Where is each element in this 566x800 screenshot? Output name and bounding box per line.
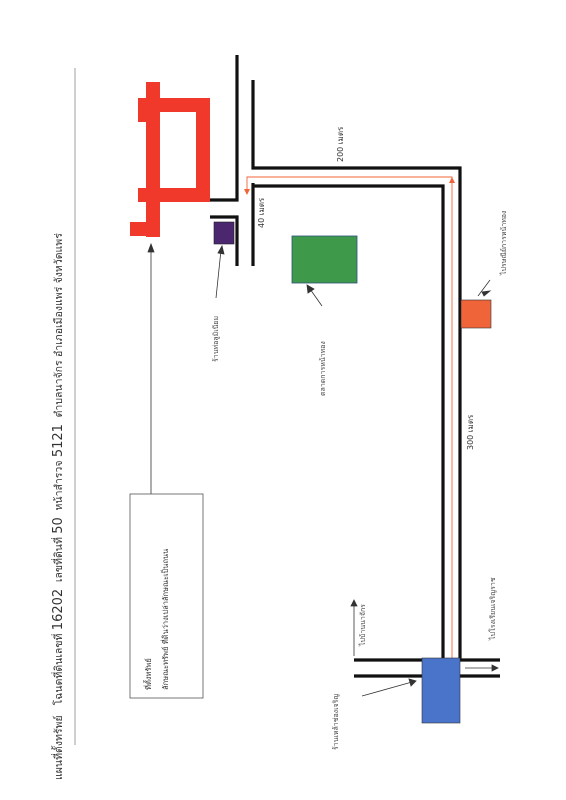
route-path bbox=[244, 176, 455, 660]
road-network bbox=[210, 55, 500, 678]
title-part2: โฉนดที่ดินเลขที่ bbox=[53, 633, 65, 706]
distance-300: 300 เมตร bbox=[466, 414, 475, 450]
property-box-heading: ที่ตั้งทรัพย์ bbox=[144, 658, 153, 690]
orange-landmark bbox=[460, 299, 492, 329]
title-part5: ตำบลนาจักร อำเภอเมืองแพร่ จังหวัดแพร่ bbox=[53, 233, 65, 418]
orange-landmark-label: ไปรษณีย์การหน้าทอง bbox=[500, 210, 508, 275]
green-landmark-label: ตลาดการหน้าทอง bbox=[319, 341, 327, 396]
map-title: แผนที่ตั้งทรัพย์ โฉนดที่ดินเลขที่ 16202 … bbox=[51, 233, 66, 780]
deed-number: 16202 bbox=[51, 588, 66, 631]
distance-40: 40 เมตร bbox=[257, 197, 266, 228]
survey-number: 5121 bbox=[51, 424, 66, 458]
property-shape bbox=[130, 82, 210, 237]
property-box-description: ลักษณะทรัพย์ ที่ดินว่างเปล่าลักษณะเป็นถน… bbox=[161, 548, 170, 690]
direction-nachak: ไปบ้านนาจักร bbox=[359, 604, 367, 646]
leader-arrows bbox=[147, 242, 499, 697]
title-part1: แผนที่ตั้งทรัพย์ bbox=[53, 715, 65, 780]
title-part3: เลขที่ดินที่ bbox=[53, 537, 65, 583]
blue-landmark bbox=[421, 657, 461, 724]
route-arrowhead bbox=[244, 189, 250, 195]
title-part4: หน้าสำรวจ bbox=[53, 460, 65, 511]
purple-landmark bbox=[213, 221, 235, 245]
direction-school: ไปโรงเรียนเจริญราช bbox=[489, 577, 497, 640]
distance-200: 200 เมตร bbox=[336, 126, 345, 162]
green-landmark bbox=[291, 235, 358, 284]
purple-landmark-label: ร้านท่อลูมิเนียม bbox=[212, 315, 220, 362]
land-number: 50 bbox=[51, 517, 66, 534]
property-info-box bbox=[129, 493, 204, 699]
blue-landmark-label: ร้านเหล้าช่องเจริญ bbox=[332, 693, 340, 750]
